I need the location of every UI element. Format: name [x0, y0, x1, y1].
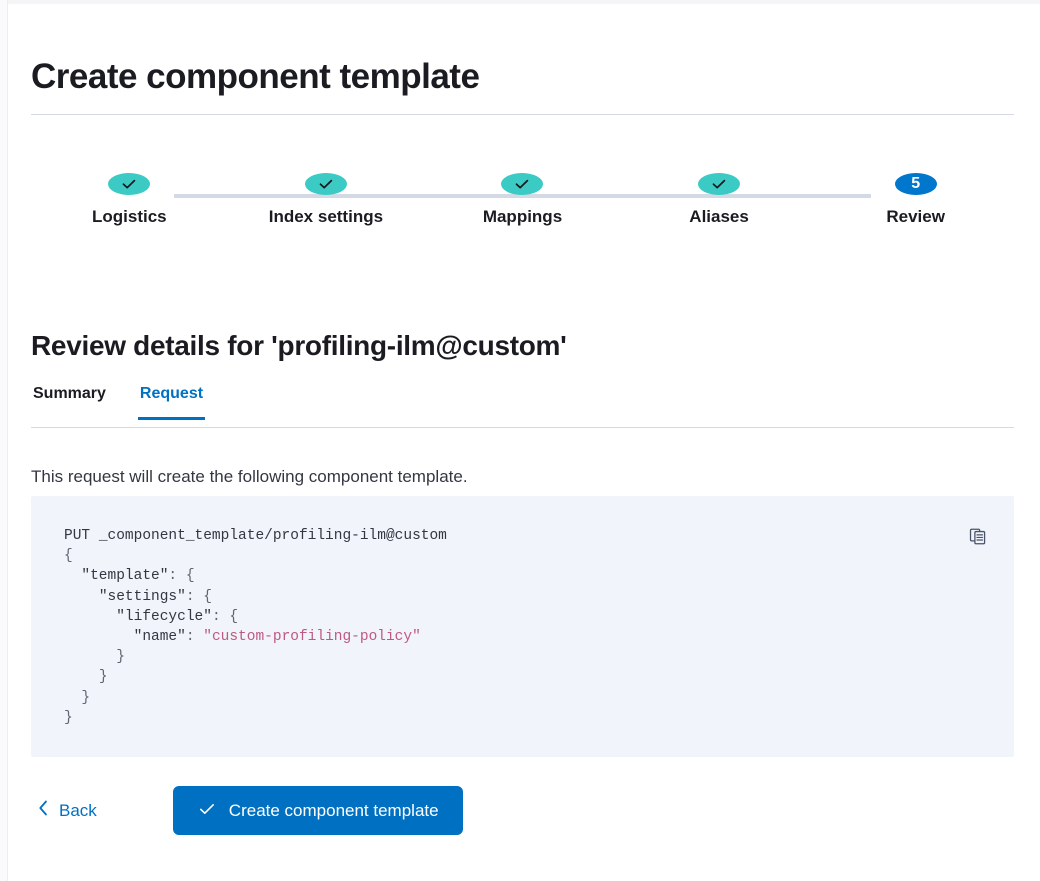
- step-index-settings[interactable]: Index settings: [228, 167, 425, 227]
- chevron-left-icon: [37, 799, 50, 822]
- step-number: 5: [894, 173, 937, 195]
- code-line-7: }: [98, 669, 108, 686]
- step-connector-line: [173, 194, 872, 198]
- step-label: Review: [886, 207, 945, 226]
- request-code-panel: PUT _component_template/profiling-ilm@cu…: [31, 496, 1014, 757]
- window-top-edge: [0, 0, 1040, 4]
- code-lifecycle-policy-value: "custom-profiling-policy": [203, 629, 421, 646]
- create-component-template-label: Create component template: [228, 801, 439, 820]
- code-line-2: "template": {: [81, 568, 195, 585]
- step-review[interactable]: 5 Review: [817, 167, 1014, 227]
- step-label: Logistics: [91, 207, 167, 226]
- step-label: Index settings: [268, 207, 384, 226]
- stepper-track: Logistics Index settings Mappings: [31, 167, 1014, 227]
- code-http-method: PUT: [64, 528, 91, 544]
- code-line-6: }: [116, 649, 125, 666]
- step-label: Mappings: [482, 207, 563, 226]
- step-status-check-icon: [501, 173, 544, 195]
- create-component-template-button[interactable]: Create component template: [172, 786, 463, 835]
- back-button-label: Back: [59, 800, 97, 820]
- wizard-stepper: Logistics Index settings Mappings: [31, 167, 1014, 262]
- code-line-8: }: [81, 689, 91, 706]
- window-left-edge: [0, 0, 8, 881]
- header-divider: [31, 114, 1014, 115]
- tab-summary[interactable]: Summary: [31, 381, 108, 420]
- step-status-check-icon: [108, 173, 151, 195]
- copy-clipboard-icon[interactable]: [964, 522, 992, 550]
- page-container: Create component template Logistics: [9, 4, 1040, 881]
- step-mappings[interactable]: Mappings: [424, 167, 621, 227]
- request-code-block: PUT _component_template/profiling-ilm@cu…: [64, 526, 447, 728]
- step-label: Aliases: [689, 207, 749, 226]
- code-line-9: }: [64, 709, 73, 726]
- code-line-0: PUT _component_template/profiling-ilm@cu…: [64, 526, 447, 546]
- code-line-5: "name": "custom-profiling-policy": [133, 629, 421, 646]
- check-icon: [197, 799, 217, 822]
- code-line-4: "lifecycle": {: [116, 608, 239, 625]
- code-endpoint: _component_template/profiling-ilm@custom: [98, 528, 447, 544]
- request-description: This request will create the following c…: [31, 467, 468, 486]
- step-logistics[interactable]: Logistics: [31, 167, 228, 227]
- code-line-1: {: [64, 548, 73, 565]
- back-button[interactable]: Back: [31, 791, 103, 830]
- step-aliases[interactable]: Aliases: [621, 167, 818, 227]
- step-status-check-icon: [304, 173, 347, 195]
- review-tabs: Summary Request: [31, 380, 1014, 428]
- review-heading: Review details for 'profiling-ilm@custom…: [31, 330, 567, 362]
- wizard-footer: Back Create component template: [31, 786, 463, 835]
- step-status-check-icon: [698, 173, 741, 195]
- page-title: Create component template: [31, 57, 480, 97]
- tab-request[interactable]: Request: [137, 381, 206, 420]
- code-line-3: "settings": {: [98, 588, 212, 605]
